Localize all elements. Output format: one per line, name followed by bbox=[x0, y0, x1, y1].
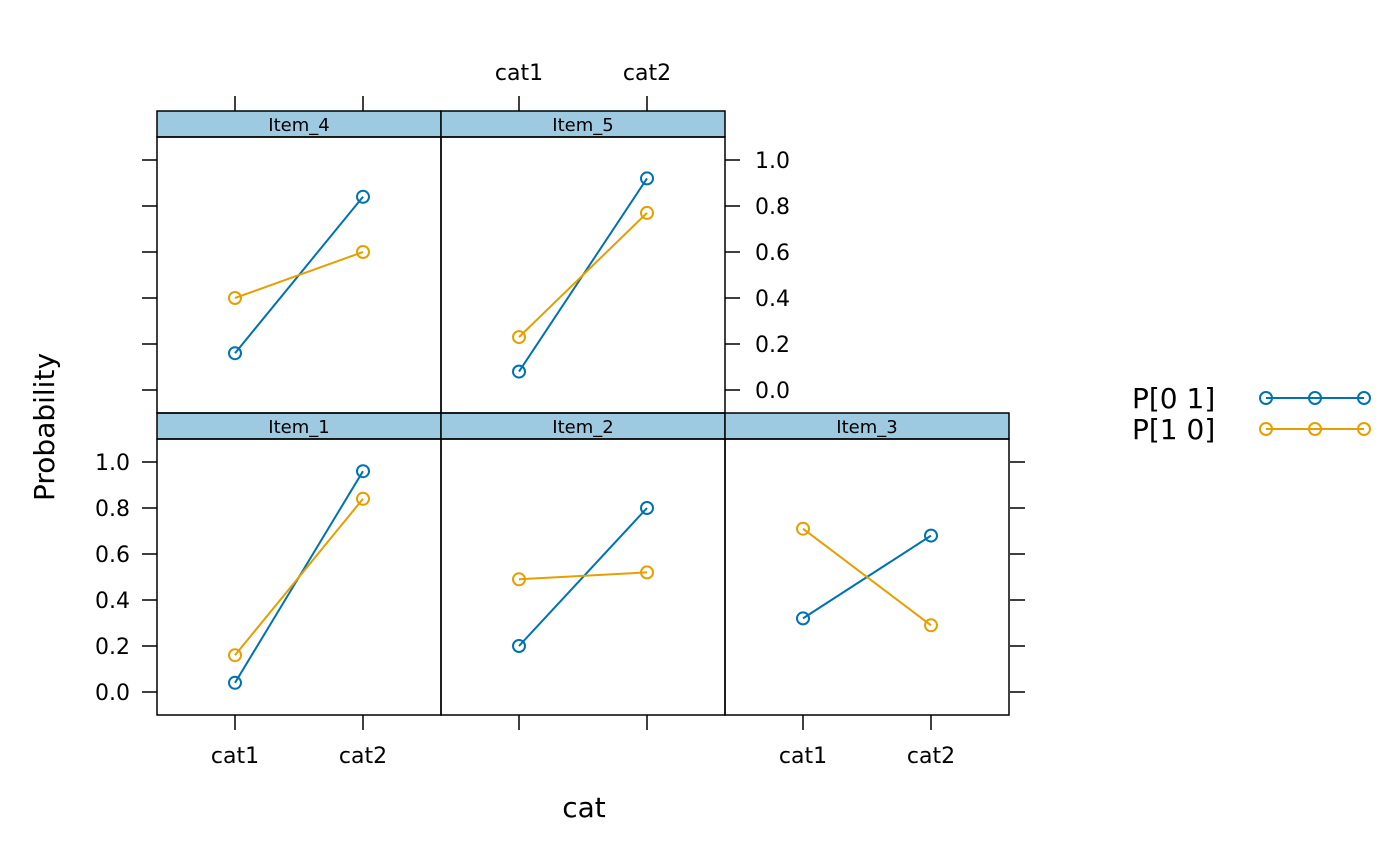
legend-marker bbox=[1357, 391, 1371, 405]
panel-item_5: Item_5 bbox=[440, 110, 726, 414]
y-tick-label: 0.4 bbox=[755, 287, 790, 312]
panel-item_3: Item_3 bbox=[724, 412, 1010, 716]
legend-marker bbox=[1308, 391, 1322, 405]
legend-marker bbox=[1357, 422, 1371, 436]
x-tick-label: cat1 bbox=[779, 744, 827, 769]
panel-strip-label: Item_4 bbox=[268, 115, 329, 136]
data-point-p10 bbox=[924, 618, 938, 633]
y-tick-label: 0.8 bbox=[95, 497, 130, 522]
legend-label: P[0 1] bbox=[1132, 382, 1215, 415]
data-point-p10 bbox=[640, 565, 654, 580]
data-point-p01 bbox=[228, 346, 242, 361]
panel-strip bbox=[156, 110, 442, 138]
data-point-p10 bbox=[796, 521, 810, 536]
data-point-p10 bbox=[356, 491, 370, 506]
panel-frame bbox=[724, 438, 1010, 716]
y-tick-label: 0.0 bbox=[95, 681, 130, 706]
series-line-p01 bbox=[518, 507, 648, 647]
x-tick-label: cat1 bbox=[211, 744, 259, 769]
data-point-p01 bbox=[640, 501, 654, 515]
y-tick-label: 0.2 bbox=[95, 635, 130, 660]
y-tick-label: 1.0 bbox=[755, 149, 790, 174]
data-point-p01 bbox=[640, 171, 654, 186]
x-tick-label: cat2 bbox=[623, 61, 671, 86]
y-tick-label: 0.0 bbox=[755, 379, 790, 404]
axes-layer: cat1 cat2 cat1 cat2 cat1 cat2 0.0 0.0 0.2 0.2 0.4 0… bbox=[95, 61, 1025, 769]
y-tick-label: 0.8 bbox=[755, 195, 790, 220]
legend-label: P[1 0] bbox=[1132, 413, 1215, 446]
data-point-p01 bbox=[356, 189, 370, 204]
panel-strip bbox=[724, 412, 1010, 440]
y-axis-title: Probability bbox=[28, 353, 61, 501]
data-point-p01 bbox=[512, 639, 526, 653]
series-line-p10 bbox=[234, 251, 364, 299]
y-tick-label: 0.6 bbox=[95, 543, 130, 568]
data-point-p01 bbox=[228, 675, 242, 690]
panel-frame bbox=[440, 136, 726, 414]
data-point-p10 bbox=[356, 245, 370, 259]
y-tick-label: 0.4 bbox=[95, 589, 130, 614]
y-tick-label: 0.6 bbox=[755, 241, 790, 266]
panels-layer: Item_1 Item_2 Item_3 Item_4 Item_5 bbox=[156, 110, 1010, 716]
series-line-p10 bbox=[802, 527, 932, 627]
series-line-p10 bbox=[518, 571, 648, 581]
data-point-p01 bbox=[356, 464, 370, 479]
x-axis-title: cat bbox=[562, 791, 606, 824]
panel-strip bbox=[156, 412, 442, 440]
y-tick-label: 1.0 bbox=[95, 451, 130, 476]
data-point-p10 bbox=[512, 572, 526, 587]
x-tick-label: cat1 bbox=[495, 61, 543, 86]
data-point-p10 bbox=[228, 291, 242, 305]
data-point-p01 bbox=[924, 528, 938, 543]
legend: P[0 1]P[1 0] bbox=[1132, 382, 1371, 446]
data-point-p01 bbox=[796, 611, 810, 626]
panel-strip bbox=[440, 412, 726, 440]
panel-strip-label: Item_5 bbox=[552, 115, 613, 136]
data-point-p10 bbox=[640, 205, 654, 220]
panel-item_1: Item_1 bbox=[156, 412, 442, 716]
panel-strip-label: Item_1 bbox=[268, 417, 329, 438]
data-point-p01 bbox=[512, 364, 526, 379]
x-tick-label: cat2 bbox=[907, 744, 955, 769]
panel-strip-label: Item_2 bbox=[552, 417, 613, 438]
panel-item_2: Item_2 bbox=[440, 412, 726, 716]
legend-marker bbox=[1259, 391, 1273, 405]
series-line-p10 bbox=[518, 212, 648, 338]
legend-marker bbox=[1308, 422, 1322, 436]
legend-marker bbox=[1259, 422, 1273, 436]
data-point-p10 bbox=[228, 648, 242, 663]
series-line-p10 bbox=[234, 498, 364, 656]
x-tick-label: cat2 bbox=[339, 744, 387, 769]
y-tick-label: 0.2 bbox=[755, 333, 790, 358]
panel-item_4: Item_4 bbox=[156, 110, 442, 414]
data-point-p10 bbox=[512, 330, 526, 345]
panel-strip-label: Item_3 bbox=[836, 417, 897, 438]
